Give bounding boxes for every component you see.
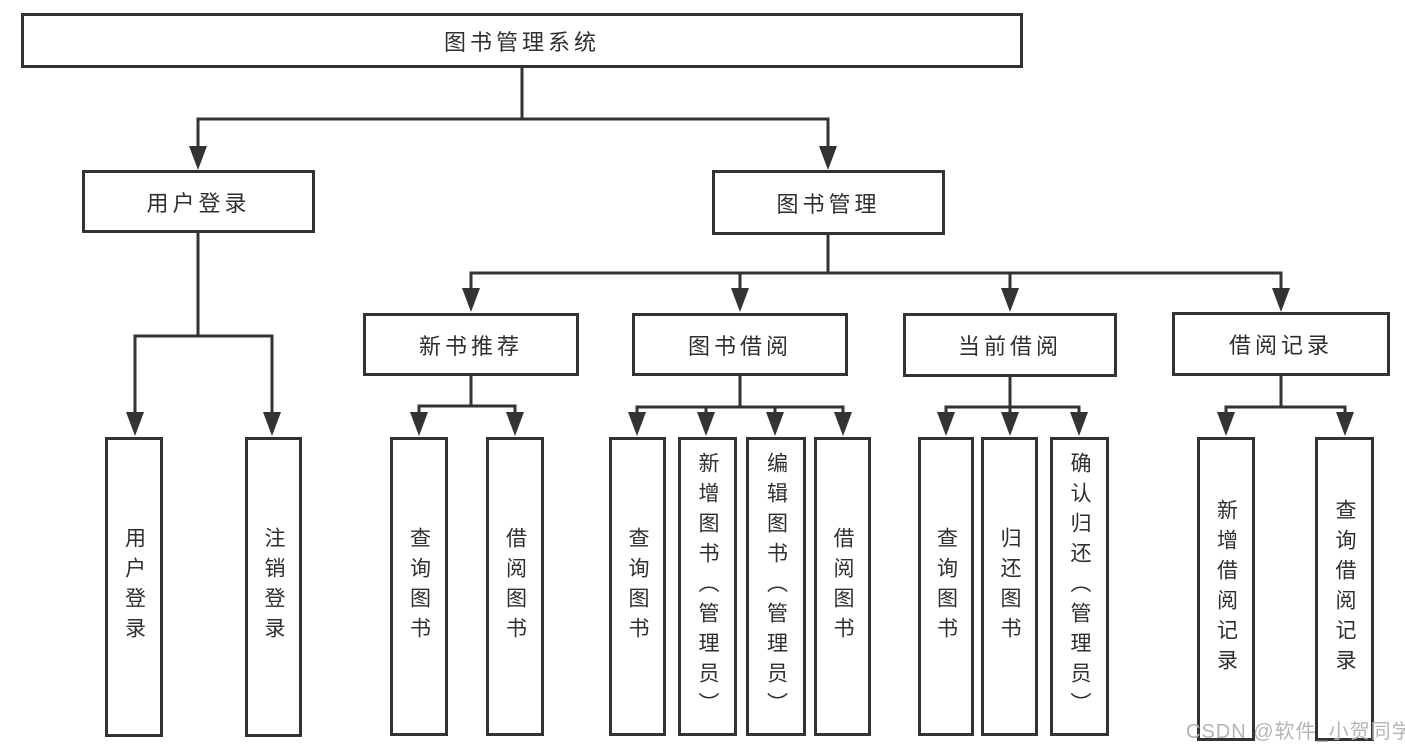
leaf-query-books-recommend: 查询图书 — [390, 437, 448, 736]
leaf-edit-books-admin: 编辑图书（管理员） — [746, 437, 806, 736]
leaf-return-books: 归还图书 — [981, 437, 1038, 736]
node-current-borrowing: 当前借阅 — [903, 313, 1117, 377]
leaf-logout: 注销登录 — [245, 437, 302, 737]
watermark: CSDN @软件_小贺同学 — [1186, 721, 1405, 743]
arrowheads — [126, 146, 1354, 436]
node-library-management-system: 图书管理系统 — [21, 13, 1023, 68]
leaf-query-books-borrowing: 查询图书 — [609, 437, 666, 736]
node-book-borrowing: 图书借阅 — [632, 313, 848, 376]
leaf-query-borrow-record: 查询借阅记录 — [1315, 437, 1374, 741]
leaf-borrow-books: 借阅图书 — [814, 437, 871, 736]
node-new-book-recommend: 新书推荐 — [363, 313, 579, 376]
leaf-query-books-current: 查询图书 — [918, 437, 974, 736]
leaf-add-borrow-record: 新增借阅记录 — [1197, 437, 1255, 741]
leaf-add-books-admin: 新增图书（管理员） — [678, 437, 737, 736]
leaf-confirm-return-admin: 确认归还（管理员） — [1050, 437, 1109, 736]
node-borrow-records: 借阅记录 — [1172, 312, 1390, 376]
leaf-borrow-books-recommend: 借阅图书 — [486, 437, 544, 736]
leaf-user-login: 用户登录 — [105, 437, 163, 737]
node-user-login: 用户登录 — [82, 170, 315, 233]
node-book-management: 图书管理 — [712, 170, 945, 235]
